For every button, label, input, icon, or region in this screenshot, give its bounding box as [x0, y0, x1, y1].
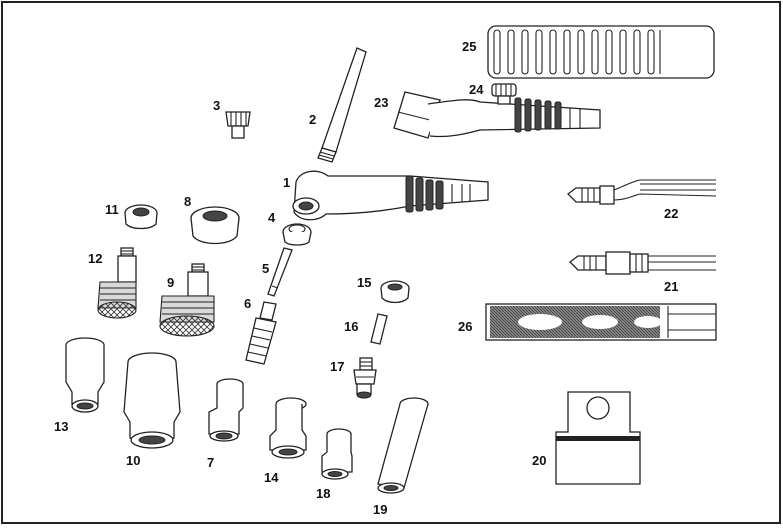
- part-9-large-gas-lens-collet-body: [159, 263, 215, 337]
- part-23-valve-torch-body: [393, 91, 601, 139]
- part-1-torch-body: [292, 170, 489, 221]
- callout-12: 12: [88, 251, 102, 266]
- callout-4: 4: [268, 210, 276, 225]
- callout-18: 18: [316, 486, 330, 501]
- part-14-nozzle: [269, 397, 307, 459]
- callout-25: 25: [462, 39, 476, 54]
- part-12-gas-lens-collet-body: [97, 247, 137, 319]
- callout-23: 23: [374, 95, 388, 110]
- callout-1: 1: [283, 175, 290, 190]
- part-21-power-cable: [569, 251, 716, 275]
- part-6-collet-body: [245, 301, 277, 365]
- callout-9: 9: [167, 275, 174, 290]
- callout-11: 11: [105, 202, 119, 217]
- part-17-short-collet-body: [353, 357, 377, 399]
- callout-5: 5: [262, 261, 269, 276]
- part-15-insulator: [380, 280, 410, 304]
- callout-21: 21: [664, 279, 678, 294]
- part-2-long-back-cap: [317, 47, 367, 163]
- callout-22: 22: [664, 206, 678, 221]
- part-22-power-cable: [567, 179, 717, 205]
- callout-17: 17: [330, 359, 344, 374]
- part-16-short-collet: [370, 313, 388, 345]
- callout-2: 2: [309, 112, 316, 127]
- callout-15: 15: [357, 275, 371, 290]
- part-7-nozzle: [208, 378, 244, 442]
- callout-13: 13: [54, 419, 68, 434]
- callout-26: 26: [458, 319, 472, 334]
- part-19-long-nozzle: [377, 397, 429, 494]
- part-4-insulator: [282, 223, 312, 246]
- part-25-grip-sleeve: [487, 25, 715, 79]
- callout-6: 6: [244, 296, 251, 311]
- callout-labels: 1 2 3 4 5 6 7 8 9 10 11 12 13 14 15 16 1…: [54, 39, 678, 517]
- part-18-short-nozzle: [321, 428, 353, 480]
- callout-3: 3: [213, 98, 220, 113]
- part-8-large-insulator: [190, 206, 240, 245]
- part-10-large-gas-lens-cup: [123, 352, 181, 449]
- part-13-gas-lens-cup: [65, 337, 105, 413]
- part-20-label-tag: [555, 391, 641, 485]
- part-5-collet: [267, 247, 293, 297]
- callout-20: 20: [532, 453, 546, 468]
- callout-19: 19: [373, 502, 387, 517]
- part-26-cable-cover: [485, 303, 717, 341]
- callout-7: 7: [207, 455, 214, 470]
- callout-16: 16: [344, 319, 358, 334]
- part-3-short-back-cap: [225, 111, 251, 139]
- part-24-valve-knob: [491, 83, 517, 105]
- callout-24: 24: [469, 82, 484, 97]
- callout-8: 8: [184, 194, 191, 209]
- part-11-gas-lens-insulator: [124, 204, 158, 230]
- callout-14: 14: [264, 470, 279, 485]
- callout-10: 10: [126, 453, 140, 468]
